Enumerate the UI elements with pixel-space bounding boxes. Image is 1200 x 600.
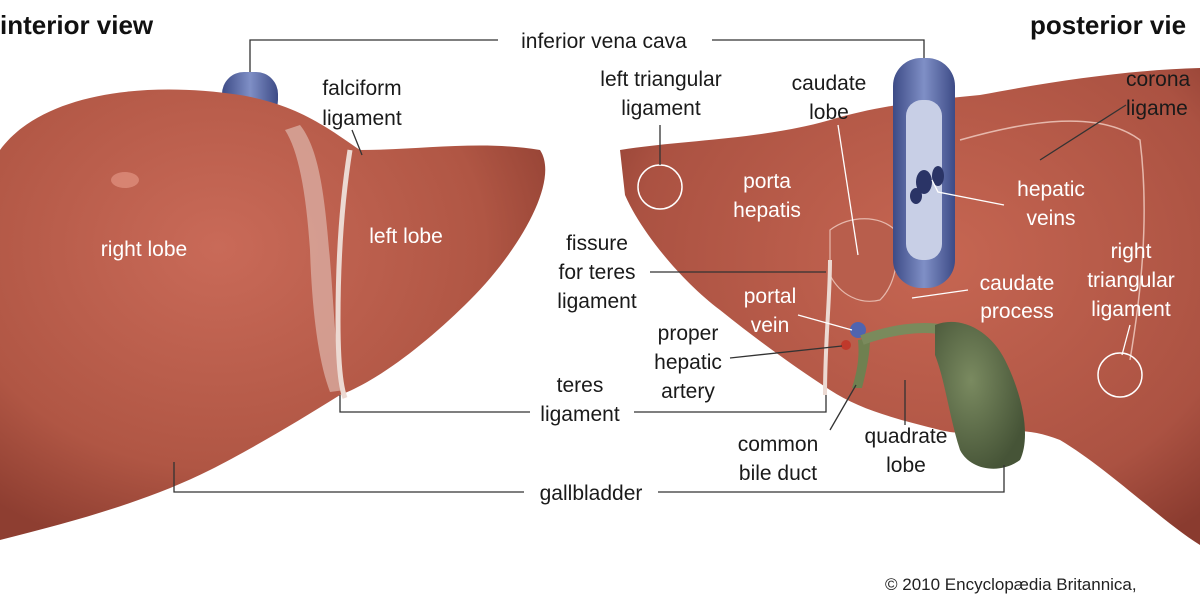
highlight: [111, 172, 139, 188]
label-caudate-process-2: process: [980, 300, 1054, 323]
label-fissure-2: for teres: [558, 261, 635, 284]
hepatic-veins-leader: [931, 179, 1005, 206]
anterior-view: [0, 72, 546, 541]
label-proper-hepatic-artery-1: proper: [658, 322, 719, 345]
label-quadrate-lobe-2: lobe: [886, 454, 926, 477]
gallbladder-leader-left: [173, 462, 524, 493]
posterior-heading: posterior vie: [1030, 10, 1186, 40]
gallbladder-leader-right: [658, 465, 1005, 493]
label-coronary-2: ligame: [1126, 97, 1188, 120]
proper-hepatic-artery: [841, 340, 851, 350]
anterior-liver: [0, 89, 546, 541]
label-portal-vein-1: portal: [744, 285, 797, 308]
caudate-process-leader: [911, 289, 969, 299]
label-left-lobe: left lobe: [369, 225, 443, 248]
copyright-credit: © 2010 Encyclopædia Britannica,: [885, 575, 1137, 594]
coronary-ligament-outline: [959, 120, 1145, 361]
label-proper-hepatic-artery-2: hepatic: [654, 351, 722, 374]
label-left-triangular-2: ligament: [621, 97, 701, 120]
common-bile-duct-leader: [829, 384, 857, 431]
anterior-heading: interior view: [0, 10, 154, 40]
caudate-lobe-outline: [829, 218, 898, 302]
posterior-gallbladder: [935, 321, 1025, 469]
common-bile-duct: [852, 338, 870, 388]
teres-leader-left: [339, 395, 530, 413]
label-right-triangular-3: ligament: [1091, 298, 1171, 321]
labels: interior view posterior vie inferior ven…: [0, 10, 1191, 594]
label-coronary-1: corona: [1126, 68, 1191, 91]
ivc-leader-right: [712, 39, 925, 58]
label-falciform-2: ligament: [322, 107, 402, 130]
teres-ligament-posterior: [823, 259, 832, 396]
label-gallbladder: gallbladder: [540, 482, 643, 505]
label-quadrate-lobe-1: quadrate: [865, 425, 948, 448]
coronary-leader: [1039, 104, 1127, 161]
label-caudate-process-1: caudate: [980, 272, 1055, 295]
label-right-triangular-1: right: [1111, 240, 1152, 263]
label-inferior-vena-cava: inferior vena cava: [521, 30, 687, 53]
label-right-lobe: right lobe: [101, 238, 187, 261]
leader-lines: [173, 39, 1131, 493]
posterior-liver: [620, 68, 1200, 545]
ivc-leader-left: [249, 39, 498, 72]
teres-ligament-anterior: [335, 149, 353, 399]
label-fissure-1: fissure: [566, 232, 628, 255]
label-falciform-1: falciform: [322, 77, 401, 100]
right-triangular-marker: [1097, 352, 1143, 398]
right-triangular-leader: [1121, 324, 1131, 356]
label-left-triangular-1: left triangular: [600, 68, 721, 91]
label-hepatic-veins-1: hepatic: [1017, 178, 1085, 201]
label-porta-hepatis-2: hepatis: [733, 199, 801, 222]
label-teres-2: ligament: [540, 403, 620, 426]
proper-hepatic-artery-leader: [729, 345, 843, 359]
label-common-bile-duct-1: common: [738, 433, 819, 456]
teres-leader-right: [634, 395, 827, 413]
label-right-triangular-2: triangular: [1087, 269, 1175, 292]
portal-vein: [850, 322, 866, 338]
label-porta-hepatis-1: porta: [743, 170, 791, 193]
label-hepatic-veins-2: veins: [1026, 207, 1075, 230]
posterior-view: [620, 58, 1200, 545]
label-fissure-3: ligament: [557, 290, 637, 313]
label-caudate-lobe-1: caudate: [792, 72, 867, 95]
label-proper-hepatic-artery-3: artery: [661, 380, 715, 403]
label-teres-1: teres: [557, 374, 604, 397]
label-caudate-lobe-2: lobe: [809, 101, 849, 124]
falciform-leader: [351, 129, 363, 156]
posterior-vena-cava: [893, 58, 955, 288]
portal-vein-leader: [797, 314, 853, 331]
label-common-bile-duct-2: bile duct: [739, 462, 817, 485]
caudate-lobe-leader: [837, 124, 859, 256]
falciform-ligament: [285, 125, 345, 392]
label-portal-vein-2: vein: [751, 314, 790, 337]
